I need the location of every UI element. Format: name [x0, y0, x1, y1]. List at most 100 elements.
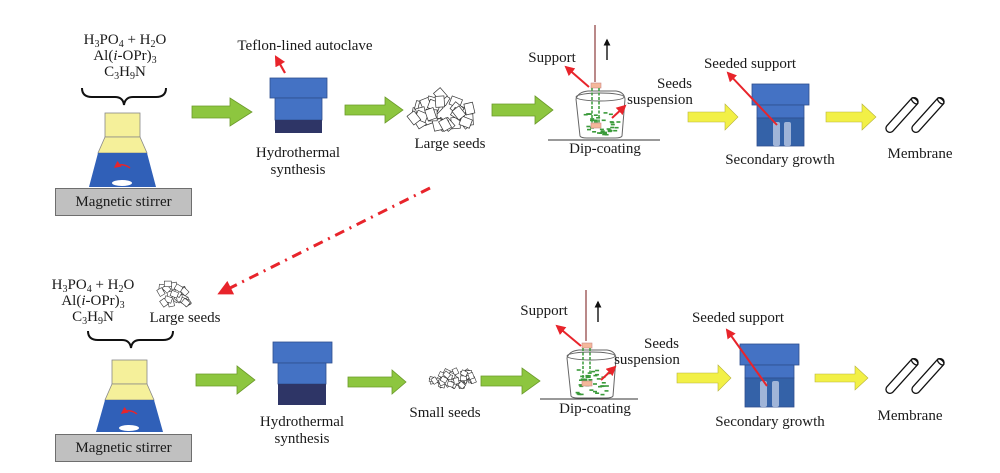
- callout-arrow: [555, 324, 582, 347]
- small-seeds-label: Small seeds: [409, 405, 481, 421]
- crystal-shape: [467, 371, 475, 380]
- arrow-icon: [191, 97, 253, 127]
- suspended-seed: [610, 121, 615, 124]
- arrow-icon: [347, 369, 407, 395]
- arrow-icon: [825, 103, 877, 131]
- arrow-icon: [195, 365, 256, 395]
- label-line: Seeds: [657, 76, 692, 92]
- secondary-growth-icon-bottom: [739, 343, 800, 408]
- crystal-shape: [457, 380, 466, 390]
- crystal-shape: [164, 280, 172, 288]
- suspended-seed: [579, 393, 584, 396]
- callout-arrow: [726, 71, 778, 126]
- suspended-seed: [610, 123, 615, 126]
- suspended-seed: [593, 383, 597, 385]
- suspended-seed: [601, 385, 606, 387]
- reagent-phosphoric-acid: H3PO4 + H2O: [51, 277, 135, 295]
- membrane-icon-bottom: [885, 357, 945, 395]
- crystal-shape: [434, 95, 446, 108]
- seeded-support-callout-top: Seeded support: [703, 56, 797, 72]
- crystal-shape: [446, 380, 455, 388]
- suspended-seed: [580, 375, 585, 378]
- suspended-seed: [587, 128, 591, 131]
- callout-arrow: [611, 104, 627, 119]
- seeds-suspension-label-top: Seeds suspension: [620, 76, 700, 108]
- label-line: Hydrothermal: [255, 145, 341, 161]
- callout-arrow: [600, 365, 617, 381]
- reagent-trimethylamine: C3H9N: [104, 64, 146, 82]
- label-line: suspension: [614, 352, 680, 368]
- reagent-phosphoric-acid: H3PO4 + H2O: [83, 32, 167, 50]
- suspended-seed: [601, 382, 606, 384]
- support-label-top: Support: [528, 50, 576, 66]
- seed-transfer-arrow: [217, 186, 431, 295]
- suspended-seed: [608, 113, 613, 116]
- secondary-growth-label-bottom: Secondary growth: [715, 414, 825, 430]
- suspended-seed: [583, 378, 588, 381]
- suspended-seed: [595, 369, 600, 372]
- suspended-seed: [579, 379, 583, 381]
- label-line: Hydrothermal: [259, 414, 345, 430]
- suspended-seed: [608, 129, 613, 132]
- arrow-icon: [480, 367, 541, 395]
- reagent-brace-top: [81, 87, 167, 106]
- secondary-growth-icon-top: [751, 83, 810, 147]
- suspended-seed: [583, 113, 588, 116]
- support-label-bottom: Support: [520, 303, 568, 319]
- autoclave-icon-top: [269, 77, 328, 133]
- autoclave-callout-top: Teflon-lined autoclave: [237, 38, 373, 54]
- suspended-seed: [586, 125, 591, 128]
- crystal-shape: [430, 376, 439, 385]
- reagent-aluminium-isopropoxide: Al(i-OPr)3: [93, 48, 157, 66]
- membrane-label-bottom: Membrane: [877, 408, 943, 424]
- suspended-seed: [585, 376, 590, 379]
- label-line: suspension: [627, 92, 693, 108]
- callout-arrow: [274, 55, 286, 74]
- suspended-seed: [604, 133, 609, 136]
- label-line: Seeds: [644, 336, 679, 352]
- suspended-seed: [614, 126, 619, 129]
- flask-icon-top: [89, 112, 156, 187]
- autoclave-label-bottom: Hydrothermal synthesis: [252, 414, 352, 448]
- suspended-seed: [575, 391, 580, 394]
- suspended-seed: [591, 370, 596, 373]
- suspended-seed: [606, 128, 611, 130]
- suspended-seed: [603, 132, 607, 135]
- suspended-seed: [587, 113, 591, 115]
- crystal-shape: [424, 107, 438, 122]
- callout-arrow: [564, 65, 590, 88]
- suspended-seed: [593, 119, 598, 122]
- suspended-seed: [589, 389, 594, 391]
- large-seeds-icon-bottom: [156, 280, 192, 308]
- label-line: synthesis: [270, 162, 326, 178]
- crystal-shape: [156, 287, 166, 297]
- suspended-seed: [585, 374, 590, 377]
- magnetic-stirrer-bottom: Magnetic stirrer: [55, 434, 192, 462]
- suspended-seed: [603, 112, 608, 114]
- suspended-seed: [613, 129, 618, 132]
- crystal-shape: [451, 105, 467, 121]
- suspended-seed: [596, 378, 601, 380]
- suspended-seed: [604, 390, 609, 392]
- large-seeds-icon-top: [406, 87, 476, 132]
- dip-coating-label-top: Dip-coating: [569, 141, 641, 157]
- seeded-support-callout-bottom: Seeded support: [691, 310, 785, 326]
- crystal-shape: [173, 283, 184, 293]
- suspended-seed: [577, 393, 582, 396]
- arrow-icon: [344, 96, 404, 124]
- crystal-shape: [159, 297, 169, 308]
- large-seeds-label-top: Large seeds: [414, 136, 486, 152]
- arrow-icon: [814, 365, 869, 391]
- suspended-seed: [576, 369, 581, 371]
- arrow-icon: [491, 95, 554, 125]
- suspended-seed: [610, 126, 615, 129]
- suspended-seed: [593, 114, 598, 116]
- crystal-shape: [169, 289, 180, 299]
- suspended-seed: [601, 119, 606, 122]
- crystal-shape: [452, 377, 460, 385]
- dip-coating-icon-top: [548, 25, 660, 141]
- flask-icon-bottom: [96, 359, 163, 432]
- suspended-seed: [593, 121, 598, 123]
- reagent-brace-bottom: [87, 330, 174, 349]
- label-line: synthesis: [274, 431, 330, 447]
